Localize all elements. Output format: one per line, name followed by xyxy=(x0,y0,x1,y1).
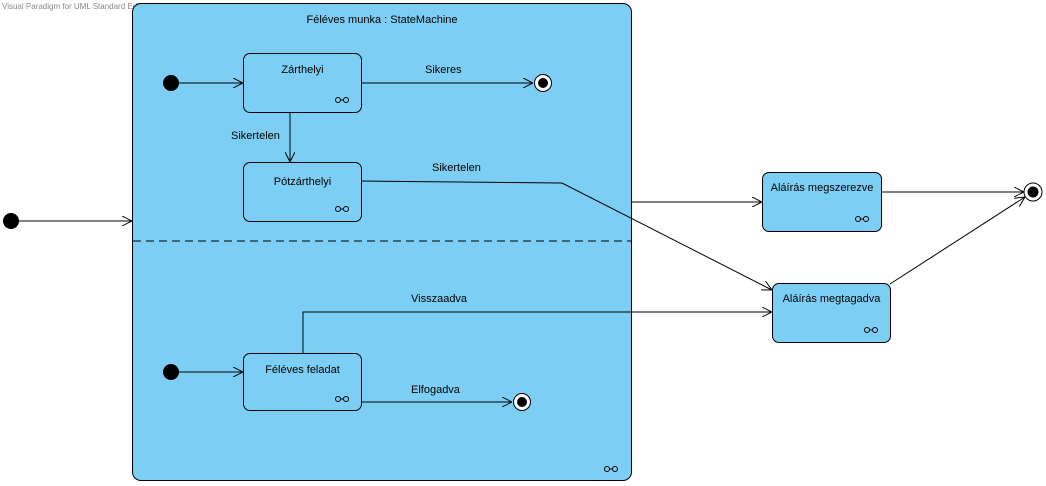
state-potzarthelyi[interactable]: Pótzárthelyi xyxy=(243,162,362,222)
link-icon xyxy=(864,327,878,333)
transition-megtagadva-to-final xyxy=(889,197,1025,285)
transition-label-sikertelen-2: Sikertelen xyxy=(432,162,481,174)
transition-label-sikeres: Sikeres xyxy=(425,64,462,76)
transition-label-visszaadva: Visszaadva xyxy=(411,293,468,305)
watermark: Visual Paradigm for UML Standard Edition… xyxy=(2,2,231,11)
link-icon xyxy=(335,206,349,212)
final-state-region-1 xyxy=(534,74,552,92)
final-state-outer xyxy=(1023,182,1043,202)
initial-state-region-2 xyxy=(163,364,179,380)
state-alairas-megszerezve[interactable]: Aláírás megszerezve xyxy=(762,172,882,232)
state-zarthelyi[interactable]: Zárthelyi xyxy=(243,53,362,113)
state-alairas-megtagadva[interactable]: Aláírás megtagadva xyxy=(772,283,891,343)
transition-sikertelen-to-megtagadva xyxy=(361,180,772,290)
state-zarthelyi-label: Zárthelyi xyxy=(281,64,324,76)
state-alairas-megtagadva-label: Aláírás megtagadva xyxy=(782,293,881,305)
initial-state-outer xyxy=(3,213,19,229)
state-feleves-feladat[interactable]: Féléves feladat xyxy=(243,353,362,411)
link-icon xyxy=(855,216,869,222)
final-state-region-2 xyxy=(513,393,531,411)
link-icon xyxy=(335,97,349,103)
transition-label-elfogadva: Elfogadva xyxy=(411,384,460,396)
state-alairas-megszerezve-label: Aláírás megszerezve xyxy=(770,182,874,194)
state-feleves-feladat-label: Féléves feladat xyxy=(265,364,340,376)
initial-state-region-1 xyxy=(163,75,179,91)
link-icon xyxy=(335,396,349,402)
transition-visszaadva xyxy=(302,312,772,353)
state-machine-title: Féléves munka : StateMachine xyxy=(306,14,458,26)
state-potzarthelyi-label: Pótzárthelyi xyxy=(273,176,332,188)
transition-label-sikertelen-1: Sikertelen xyxy=(231,130,280,142)
link-icon xyxy=(604,466,618,472)
